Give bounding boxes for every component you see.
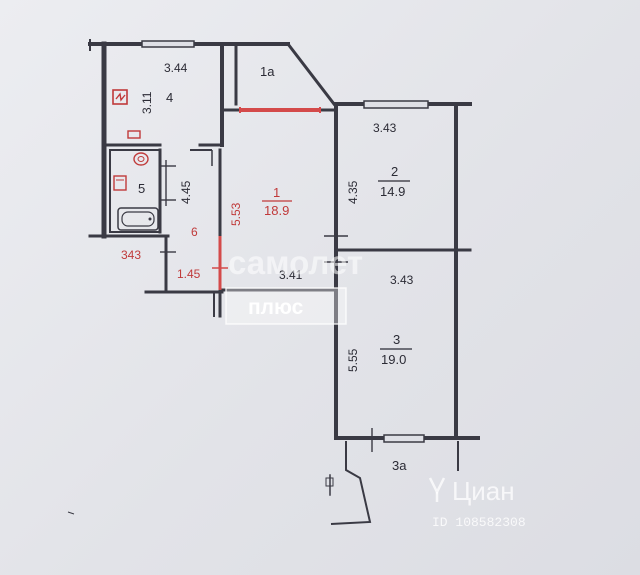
room-4-number: 4 (166, 90, 173, 105)
plus-watermark-text: плюс (248, 296, 304, 319)
room-1-width: 3.41 (279, 268, 303, 282)
room-1-area: 18.9 (264, 203, 289, 218)
room-4-width: 3.44 (164, 61, 188, 75)
room-2-area: 14.9 (380, 184, 405, 199)
cian-watermark-text: Циан (452, 476, 515, 506)
dimension-ticks (160, 160, 380, 452)
room-3-width: 3.43 (390, 273, 414, 287)
room-3-number: 3 (393, 332, 400, 347)
samolet-plus-watermark: самолет плюс (225, 244, 363, 325)
cian-id-text: ID 108582308 (432, 515, 526, 530)
room-5-number: 5 (138, 181, 145, 196)
bathtub-icon (117, 207, 159, 231)
room-6-width: 1.45 (177, 267, 201, 281)
room-6-length: 4.45 (179, 180, 193, 204)
balcony-marks (67, 477, 334, 515)
cian-watermark: Циан ID 108582308 (428, 476, 526, 530)
room-2-width: 3.43 (373, 121, 397, 135)
room-2-number: 2 (391, 164, 398, 179)
walls (88, 39, 480, 526)
room-3-length: 5.55 (346, 348, 360, 372)
room-1-number: 1 (273, 185, 280, 200)
room-2-length: 4.35 (346, 180, 360, 204)
room-4-length: 3.11 (140, 91, 154, 114)
electrical-panel-icon (112, 89, 128, 105)
room-6-number: 6 (191, 225, 198, 239)
cian-logo-icon (428, 477, 446, 502)
extra-dimension: 343 (121, 248, 141, 262)
washbasin-icon (113, 175, 127, 191)
room-3a-number: 3а (392, 458, 407, 473)
samolet-watermark-text: самолет (228, 244, 363, 281)
room-1a-number: 1а (260, 64, 275, 79)
room-3-area: 19.0 (381, 352, 406, 367)
toilet-icon (127, 130, 149, 166)
room-1-length: 5.53 (229, 202, 243, 226)
